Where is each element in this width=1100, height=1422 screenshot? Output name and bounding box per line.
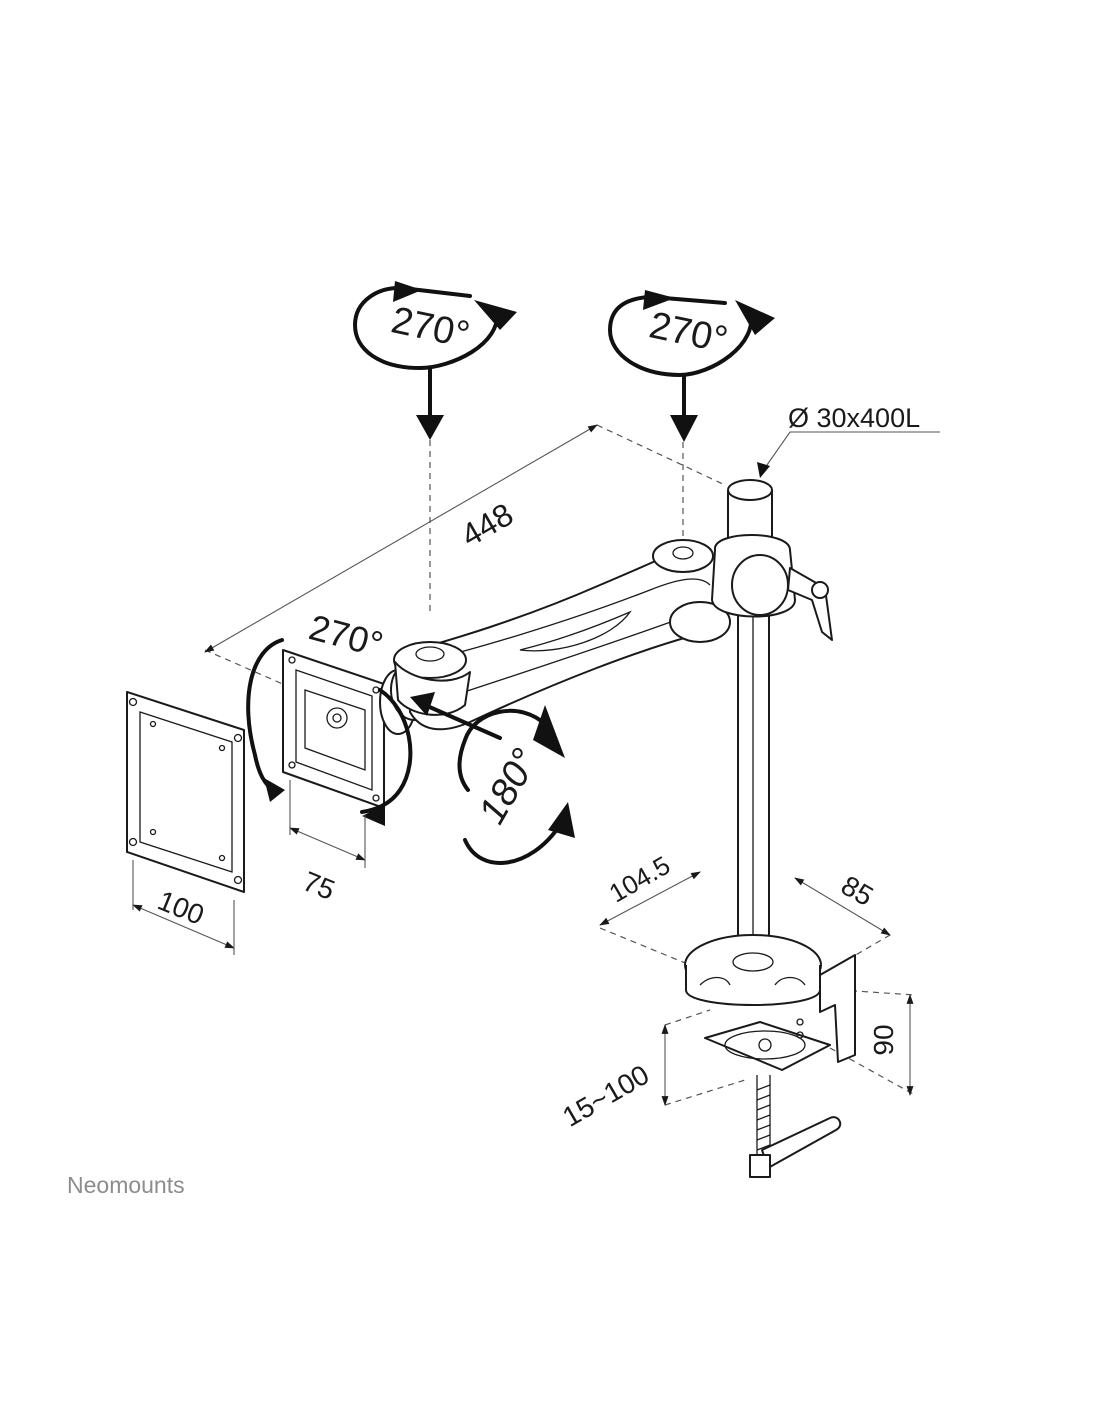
pole-label: Ø 30x400L <box>788 403 920 433</box>
arm-length-label: 448 <box>455 496 519 554</box>
rotation-arrow-side <box>246 638 413 826</box>
dimension-lines <box>132 424 940 1106</box>
rotation-label-top-left: 270° <box>388 299 474 356</box>
vesa-75-label: 75 <box>299 865 340 905</box>
monitor-arm <box>393 539 731 731</box>
brand-logo: Neomounts <box>67 1172 185 1198</box>
labels: 270° 270° 270° 180° 448 Ø 30x400L 100 75… <box>153 299 920 1132</box>
clamp-range-label: 15~100 <box>557 1059 654 1133</box>
rotation-label-tilt: 180° <box>471 742 547 831</box>
clamp-85-label: 85 <box>836 870 878 912</box>
rotation-arrow-top-right <box>607 290 775 442</box>
vesa-head-plate <box>282 649 385 809</box>
clamp-90-label: 90 <box>868 1024 899 1055</box>
vesa-adapter-plate <box>126 691 245 893</box>
rotation-label-top-right: 270° <box>646 304 732 361</box>
rotation-arrow-tilt <box>410 692 575 865</box>
pole <box>711 479 833 981</box>
clamp-104-label: 104.5 <box>604 850 675 909</box>
desk-clamp <box>684 934 856 1178</box>
rotation-arrow-top-left <box>352 281 517 440</box>
rotation-label-side: 270° <box>305 606 388 665</box>
vesa-100-label: 100 <box>153 885 208 931</box>
